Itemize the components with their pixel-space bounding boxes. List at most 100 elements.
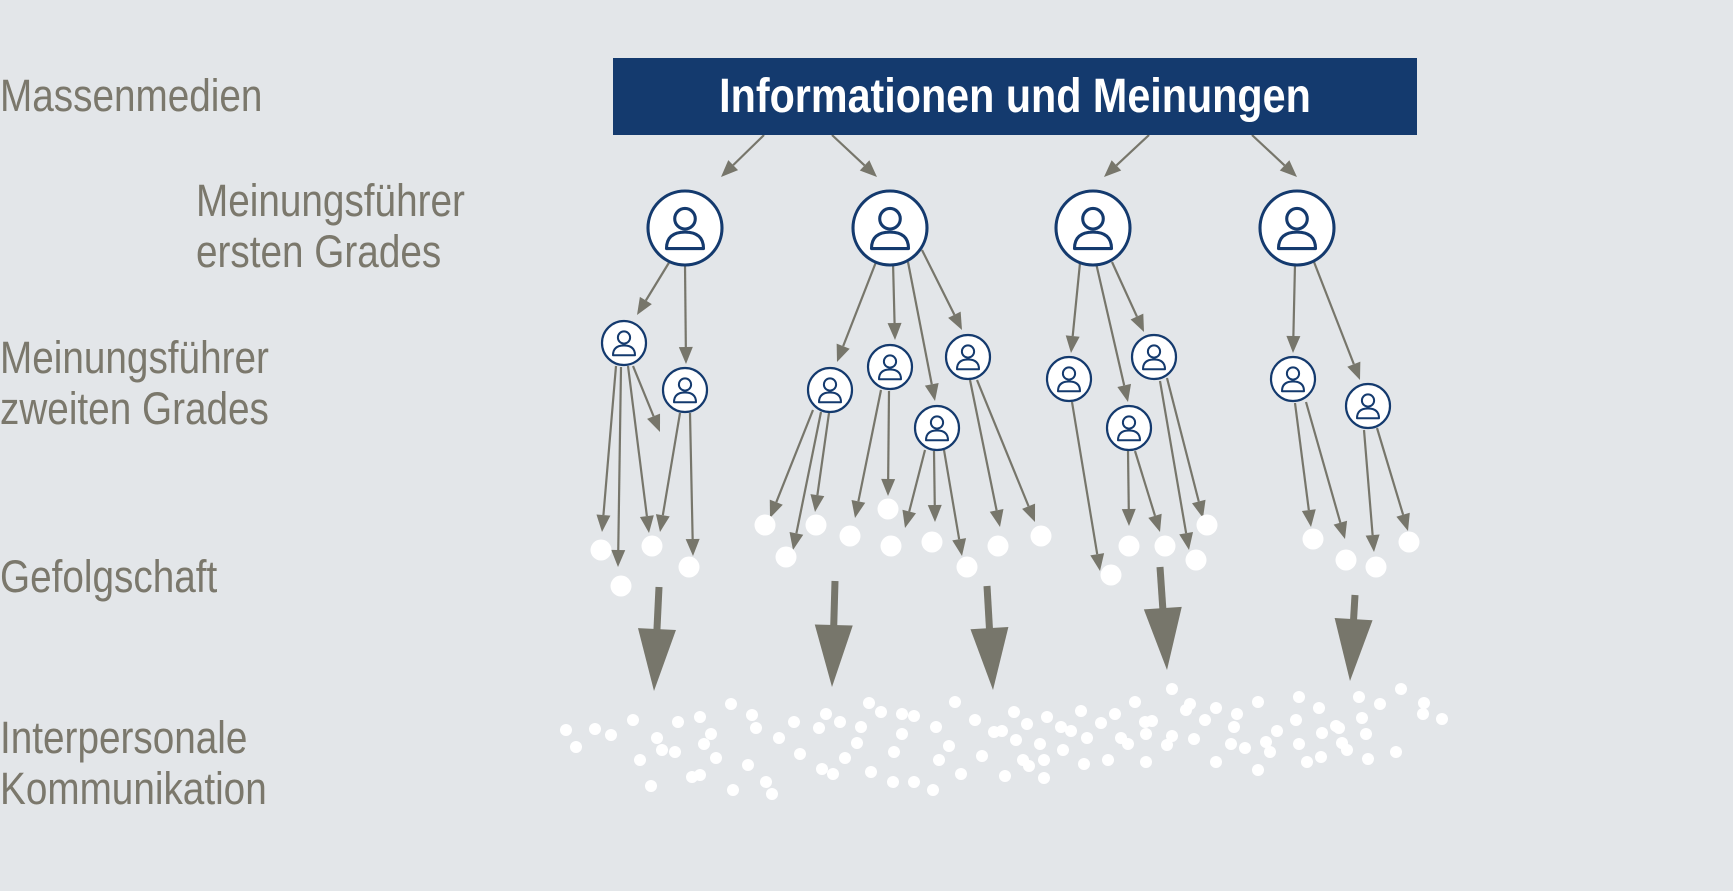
crowd-dot xyxy=(1290,714,1302,726)
follower-dot xyxy=(754,514,776,536)
arrow-head xyxy=(1347,361,1361,380)
crowd-dot xyxy=(1231,708,1243,720)
mass-media-banner: Informationen und Meinungen xyxy=(613,58,1417,135)
crowd-dot xyxy=(1374,698,1386,710)
person-icon xyxy=(944,333,992,381)
crowd-dot xyxy=(851,737,863,749)
person-icon xyxy=(851,189,929,267)
arrow-head xyxy=(611,549,626,567)
crowd-dot xyxy=(634,754,646,766)
flow-arrow xyxy=(661,412,682,516)
flow-arrow xyxy=(887,390,891,480)
crowd-dot xyxy=(1166,683,1178,695)
person-head xyxy=(1146,344,1162,359)
crowd-dot xyxy=(865,766,877,778)
person-body xyxy=(1072,230,1114,251)
crowd-dot xyxy=(1140,728,1152,740)
arrow-head xyxy=(952,538,967,556)
crowd-dot xyxy=(1210,702,1222,714)
arrow-head xyxy=(924,382,939,401)
person-head xyxy=(822,377,838,392)
crowd-dot xyxy=(1095,717,1107,729)
arrow-head xyxy=(1333,520,1348,539)
crowd-dot xyxy=(698,738,710,750)
follower-dot xyxy=(1030,525,1052,547)
arrow-head xyxy=(989,508,1004,527)
crowd-dot xyxy=(1139,716,1151,728)
flow-arrow xyxy=(908,449,927,512)
spread-arrow-shaft xyxy=(983,585,994,631)
arrow-head xyxy=(1286,335,1301,353)
crowd-dot xyxy=(570,741,582,753)
spread-arrow-head xyxy=(814,624,853,687)
person-icon xyxy=(866,343,914,391)
person-body xyxy=(818,391,842,404)
flow-arrow xyxy=(975,379,1030,507)
crowd-dot xyxy=(927,784,939,796)
flow-arrow xyxy=(831,134,866,167)
flow-arrow xyxy=(683,263,687,348)
person-body xyxy=(956,358,980,371)
follower-dot xyxy=(1100,564,1122,586)
follower-dot xyxy=(956,556,978,578)
crowd-dot xyxy=(875,706,887,718)
crowd-dot xyxy=(672,716,684,728)
crowd-dot xyxy=(766,788,778,800)
crowd-dot xyxy=(976,750,988,762)
crowd-dot xyxy=(1260,736,1272,748)
crowd-dot xyxy=(1252,696,1264,708)
crowd-dot xyxy=(863,697,875,709)
label-leaders-1-line-2: ersten Grades xyxy=(196,226,442,277)
spread-arrow-shaft xyxy=(1156,566,1167,611)
crowd-dot xyxy=(1055,721,1067,733)
crowd-dot xyxy=(1038,772,1050,784)
arrow-head xyxy=(927,504,942,522)
crowd-dot xyxy=(1301,756,1313,768)
person-icon xyxy=(1130,333,1178,381)
arrow-head xyxy=(1104,160,1122,177)
person-icon xyxy=(1258,189,1336,267)
person-body xyxy=(878,368,902,381)
crowd-dot xyxy=(888,746,900,758)
arrow-head xyxy=(769,499,783,518)
big-arrows xyxy=(637,566,1373,691)
label-followers-text: Gefolgschaft xyxy=(0,551,218,602)
arrow-head xyxy=(685,538,700,556)
person-body xyxy=(1356,407,1380,420)
person-head xyxy=(878,206,902,231)
crowd-dot xyxy=(794,748,806,760)
flow-arrow xyxy=(1293,402,1310,511)
crowd-dot xyxy=(908,776,920,788)
person-icon xyxy=(1105,404,1153,452)
crowd-dot xyxy=(1057,744,1069,756)
label-mass-media: Massenmedien xyxy=(0,70,447,121)
arrow-head xyxy=(721,160,739,177)
flow-arrow xyxy=(816,412,831,496)
arrow-head xyxy=(639,515,654,533)
flow-arrow xyxy=(1133,450,1157,517)
arrow-head xyxy=(810,494,825,512)
follower-dot xyxy=(590,539,612,561)
flow-arrow xyxy=(617,366,623,551)
crowd-dot xyxy=(1225,738,1237,750)
person-icon xyxy=(1054,189,1132,267)
person-body xyxy=(925,429,949,442)
crowd-dot xyxy=(773,732,785,744)
person-icon xyxy=(1045,355,1093,403)
flow-arrow xyxy=(1362,429,1374,536)
flow-arrow xyxy=(1158,380,1188,534)
flow-arrow xyxy=(1165,377,1200,502)
person-body xyxy=(1281,380,1305,393)
crowd-dot xyxy=(1109,708,1121,720)
arrow-head xyxy=(1090,553,1105,571)
crowd-dot xyxy=(930,721,942,733)
flow-arrow xyxy=(968,379,998,511)
crowd-dot xyxy=(1360,728,1372,740)
arrow-head xyxy=(637,296,652,315)
flow-arrow xyxy=(644,260,671,302)
arrow-head xyxy=(678,346,693,364)
crowd-dot xyxy=(1129,696,1141,708)
arrow-head xyxy=(881,478,896,496)
spread-arrow-head xyxy=(1143,606,1182,670)
crowd-dot xyxy=(1264,746,1276,758)
